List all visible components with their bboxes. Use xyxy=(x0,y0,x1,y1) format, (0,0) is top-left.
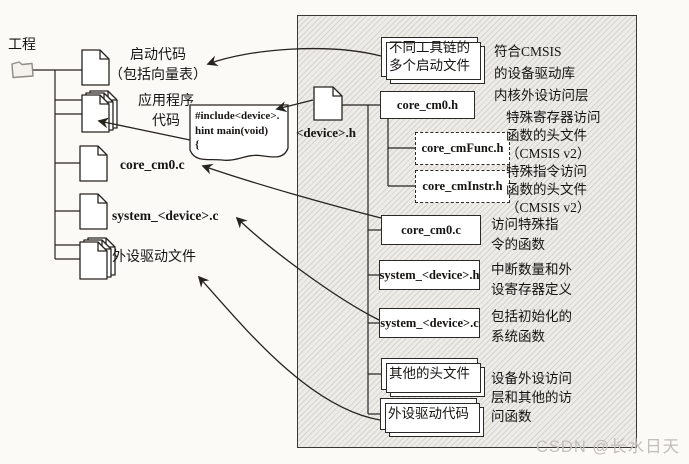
label-line: 代码 xyxy=(152,114,180,129)
code-line: #include<device>. xyxy=(195,110,280,122)
code-line: hint main(void) xyxy=(195,124,269,137)
annotation-line: 特殊指令访问 xyxy=(506,164,587,179)
project-tree-lines xyxy=(33,69,82,260)
device-header-label: <device>.h xyxy=(296,125,356,140)
device-header-file-icon xyxy=(313,86,343,121)
annotation-special-instruction: 特殊指令访问 函数的头文件 （CMSIS v2） xyxy=(506,163,590,217)
annotation-device-access-layer: 设备外设访问 层和其他的访 问函数 xyxy=(491,369,572,426)
file-icon xyxy=(81,49,110,86)
annotation-line: 函数的头文件 xyxy=(506,128,587,143)
arrow-systemdevicec-to-label xyxy=(235,216,380,321)
tree-item-label-system-device-c: system_<device>.c xyxy=(112,208,219,223)
box-system-device-c: system_<device>.c xyxy=(379,308,480,338)
annotation-line: 函数的头文件 xyxy=(506,182,587,197)
annotation-line: 符合CMSIS xyxy=(494,44,562,59)
folder-icon xyxy=(11,61,34,79)
box-peripheral-driver-code: 外设驱动代码 xyxy=(380,398,484,437)
annotation-line: （CMSIS v2） xyxy=(506,200,591,215)
label-line: （包括向量表） xyxy=(109,68,207,83)
tree-item-label-startup-code: 启动代码 （包括向量表） xyxy=(106,46,210,86)
box-startup-files: 不同工具链的 多个启动文件 xyxy=(381,37,485,84)
box-other-headers: 其他的头文件 xyxy=(381,358,485,397)
tree-item-label-core-cm0-c: core_cm0.c xyxy=(120,157,185,172)
annotation-line: 特殊寄存器访问 xyxy=(506,110,601,125)
annotation-access-special-instr: 访问特殊指 令的函数 xyxy=(491,215,559,255)
annotation-line: 中断数量和外 xyxy=(491,262,572,277)
file-stack-icon xyxy=(81,90,118,133)
csdn-watermark: CSDN @长水日天 xyxy=(536,438,681,456)
annotation-line: 访问特殊指 xyxy=(491,217,559,232)
arrow-code-to-appcode xyxy=(97,117,191,141)
annotation-special-register: 特殊寄存器访问 函数的头文件 （CMSIS v2） xyxy=(506,109,601,163)
annotation-line: 设备外设访问 xyxy=(491,371,572,386)
arrow-startupfiles-to-startupcode xyxy=(206,47,382,66)
box-core-cmfunc-h: core_cmFunc.h xyxy=(415,132,510,165)
annotation-line: （CMSIS v2） xyxy=(506,146,591,161)
label-line: 应用程序 xyxy=(138,94,194,109)
label-line: 启动代码 xyxy=(130,48,186,63)
tree-item-label-peripheral-driver-files: 外设驱动文件 xyxy=(112,250,196,265)
arrow-corecm0c-to-label xyxy=(201,163,382,219)
annotation-core-access-layer: 内核外设访问层 xyxy=(494,86,589,105)
box-label-line: 多个启动文件 xyxy=(389,58,470,73)
box-system-device-h: system_<device>.h xyxy=(379,260,480,290)
file-stack-icon xyxy=(79,237,116,280)
tree-item-label-app-code: 应用程序 代码 xyxy=(126,92,206,132)
annotation-line: 包括初始化的 xyxy=(491,309,572,324)
project-root-label: 工程 xyxy=(8,38,36,53)
box-core-cminstr-h: core_cmInstr.h xyxy=(415,170,510,203)
annotation-line: 内核外设访问层 xyxy=(494,88,589,103)
annotation-init-system-funcs: 包括初始化的 系统函数 xyxy=(491,307,572,347)
file-icon xyxy=(79,193,108,230)
code-snippet-box xyxy=(189,104,289,161)
annotation-line: 问函数 xyxy=(491,409,532,424)
annotation-line: 的设备驱动库 xyxy=(494,66,575,81)
annotation-line: 令的函数 xyxy=(491,237,545,252)
arrow-deviceheader-to-code xyxy=(275,99,314,113)
file-icon xyxy=(79,145,108,182)
annotation-line: 层和其他的访 xyxy=(491,390,572,405)
annotation-interrupt-register-defs: 中断数量和外 设寄存器定义 xyxy=(491,260,572,300)
annotation-cmsis-library: 符合CMSIS 的设备驱动库 xyxy=(494,41,575,85)
arrow-peripheralcode-to-label xyxy=(197,275,381,421)
annotation-line: 设寄存器定义 xyxy=(491,282,572,297)
code-line: { xyxy=(195,139,200,151)
annotation-line: 系统函数 xyxy=(491,329,545,344)
box-core-cm0-h: core_cm0.h xyxy=(380,91,475,119)
box-core-cm0-c: core_cm0.c xyxy=(381,215,481,245)
box-label-line: 不同工具链的 xyxy=(389,40,470,55)
code-snippet-text: #include<device>. hint main(void) { xyxy=(195,109,279,153)
library-tree-lines xyxy=(342,104,415,415)
